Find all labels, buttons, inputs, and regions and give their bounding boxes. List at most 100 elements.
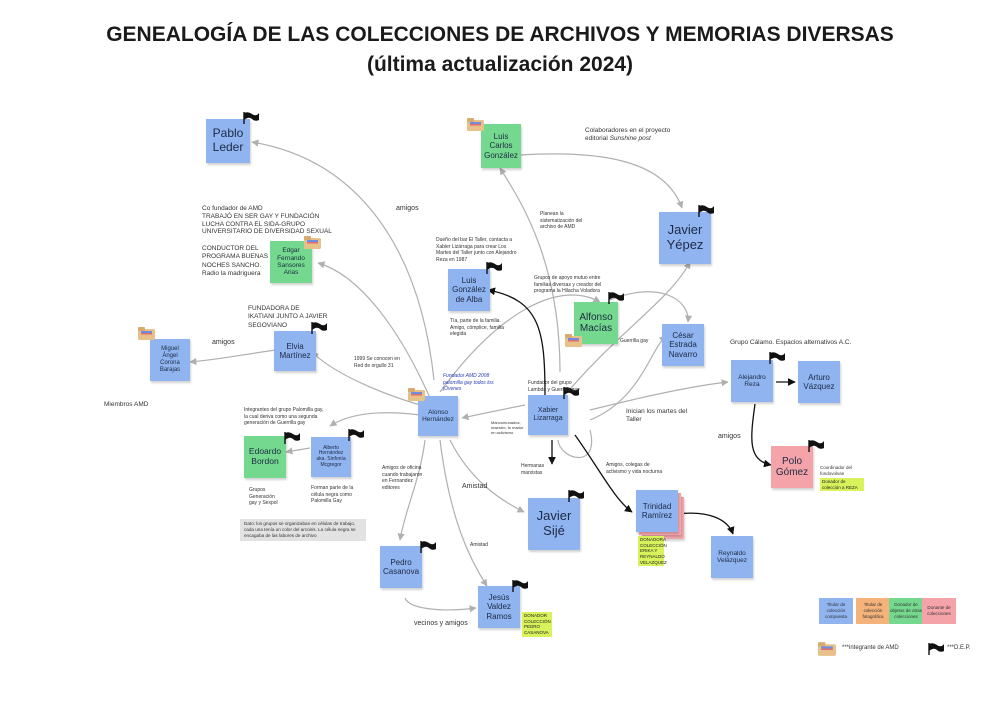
edge-pedro-jesus [404,597,477,613]
node-pablo-leder[interactable]: Pablo Leder [206,119,250,163]
black-flag-icon [284,432,300,444]
edge-alfonso-cesar [609,291,693,323]
note-miembros-amd: Miembros AMD [104,401,149,408]
edge-elvia-miguel [189,349,277,366]
node-miguel-corona[interactable]: Miguel Ángel Corona Barajas [150,339,190,381]
legend-pink-box: Donante de colecciones [922,598,956,624]
note-amigos-colegas: Amigos, colegas de activismo y vida noct… [606,462,663,475]
note-tia: Tía, parte de la familia. Amigo, cómplic… [450,318,504,337]
amd-folder-icon [304,236,321,249]
edge-label-amigos: amigos [212,339,235,346]
node-luis-carlos-gonzalez[interactable]: Luis Carlos González [481,124,521,168]
node-javier-sije[interactable]: Javier Sijé [528,498,580,550]
note-mancomunados: Mancomunados, maestro, fo mador en activ… [491,420,524,436]
gray-info-note: Dato: los grupos se organizaban en célul… [240,519,366,541]
note-grupos-apoyo: Grupos de apoyo mutuo entre familias div… [534,275,602,294]
legend-amd-label: ***integrante de AMD [842,645,899,651]
amd-folder-icon [565,334,582,347]
legend-dep-label: ***D.E.P. [947,645,971,651]
note-amigos-oficina: Amigos de oficina cuando trabajaron en F… [382,465,423,491]
edge-reza-polo [751,403,772,468]
amd-folder-icon [467,118,484,131]
edge-label-amistad: Amistad [470,542,489,548]
note-sunshine: Sunshine post [609,135,651,143]
black-flag-icon [486,262,502,274]
note-grupos-generacion: Grupos Generación gay y Sexpol [249,487,278,506]
black-flag-icon [243,112,259,124]
black-flag-icon [769,352,785,364]
note-planean: Planean la sistematización del archivo d… [540,211,583,230]
legend-green-box: Donador de objetos de otras colecciones [889,598,923,624]
highlight-donador-casanova: DONADOR COLECCIÓN PEDRO CASANOVA [522,612,552,637]
edge-xabier-cesar [589,335,667,421]
node-javier-yepez[interactable]: Javier Yépez [659,212,711,264]
legend-folder-icon [818,642,836,656]
node-alejandro-reza[interactable]: Alejandro Reza [731,360,773,402]
black-flag-icon [563,387,579,399]
edge-alonso-pedro [397,439,426,541]
node-edoardo-bordon[interactable]: Edoardo Bordon [244,436,286,478]
edge-xabier-javiery [564,261,691,396]
diagram-subtitle: (última actualización 2024) [366,53,634,76]
note-forman-parte: Forman parte de la célula negra como Pal… [311,485,354,504]
diagram-title: GENEALOGÍA DE LAS COLECCIONES DE ARCHIVO… [106,23,894,46]
note-coordinador: Coordinador del fondovolvan [820,465,853,476]
legend-orange-box: Titular de colección fotográfica [856,598,890,624]
edge-xabier-xabier-loop [557,429,593,458]
node-alonso-hernandez[interactable]: Alonso Hernández [418,396,458,436]
edge-alonso-javiers [449,439,525,513]
black-flag-icon [808,440,824,452]
edge-xabier-luisalba [487,287,546,396]
edge-alonso-pablo [251,139,435,381]
node-reynaldo-velazquez[interactable]: Reynaldo Velázquez [711,536,753,578]
node-alberto-hernandez[interactable]: Alberto Hernández aka. Sinfonía Mcgregor [311,437,351,477]
note-inician-martes: Inician los martes del Taller [626,408,688,424]
edge-xabier-reza [589,379,729,411]
note-hermanas: Hermanas marxistas [521,463,545,476]
edge-xabier-luiscarlos [499,167,561,373]
node-pedro-casanova[interactable]: Pedro Casanova [380,546,422,588]
edge-alberto-edoardo [285,447,311,455]
black-flag-icon [568,490,584,502]
edge-label-amigos: amigos [718,433,741,440]
node-arturo-vazquez[interactable]: Arturo Vázquez [798,361,840,403]
node-jesus-valdez[interactable]: Jesús Valdez Ramos [478,586,520,628]
edge-xabier-trinidad [574,434,633,513]
note-fundador-lambda: Fundador del grupo Lambda y Guerrilla ga… [528,380,580,393]
black-flag-icon [512,580,528,592]
legend-flag-icon [928,643,944,655]
edge-label-amigos: amigos [396,205,419,212]
node-cesar-navarro[interactable]: César Estrada Navarro [662,324,704,366]
edge-alonso-jesus [439,439,488,587]
node-xabier-lizarraga[interactable]: Xabier Lizarraga [528,395,568,435]
black-flag-icon [608,292,624,304]
edge-alonso-elvia [311,351,421,406]
note-grupo-calamo: Grupo Cálamo. Espacios alternativos A.C. [730,339,852,346]
highlight-donadora-trinidad: DONADORA COLECCIÓN ERIKA Y REYNALDO VELA… [638,536,667,567]
black-flag-icon [420,541,436,553]
note-integrantes: Integrantes del grupo Palomilla gay, la … [244,407,324,426]
black-flag-icon [698,205,714,217]
node-luis-gonzalez-alba[interactable]: Luis González de Alba [448,269,490,311]
note-conductor: CONDUCTOR DEL PROGRAMA BUENAS NOCHES SAN… [202,245,269,278]
node-trinidad-ramirez[interactable]: Trinidad Ramírez [636,490,678,532]
amd-folder-icon [138,327,155,340]
note-fundador-amd: Fundador AMD 2008 palomilla gay todos lo… [443,373,494,392]
note-colaboradores: Colaboradores en el proyecto editorial S… [585,127,671,143]
node-elvia-martinez[interactable]: Elvia Martínez [274,331,316,371]
black-flag-icon [348,429,364,441]
note-duenio: Dueño del bar El Taller, contacta a Xabi… [436,237,517,263]
note-conocen-1999: 1999 Se conocen en Red de orgullo 31 [354,356,400,369]
edge-label-vecinos: vecinos y amigos [414,620,468,627]
black-flag-icon [311,322,327,334]
highlight-donador-reza: Donador de colección a REZA [820,478,864,492]
note-cofundador: Co fundador de AMD TRABAJÓ EN SER GAY Y … [202,205,332,236]
edge-alonso-alberto [329,412,421,427]
edge-xabier-alonso [461,404,526,421]
legend-blue-box: Titular de colección compuesta [819,598,853,624]
node-polo-gomez[interactable]: Polo Gómez [771,446,813,488]
note-guerrilla: Guerrilla gay [620,338,649,344]
edge-alonso-edgar [317,261,431,399]
edge-luiscarlos-javiery [519,153,684,209]
